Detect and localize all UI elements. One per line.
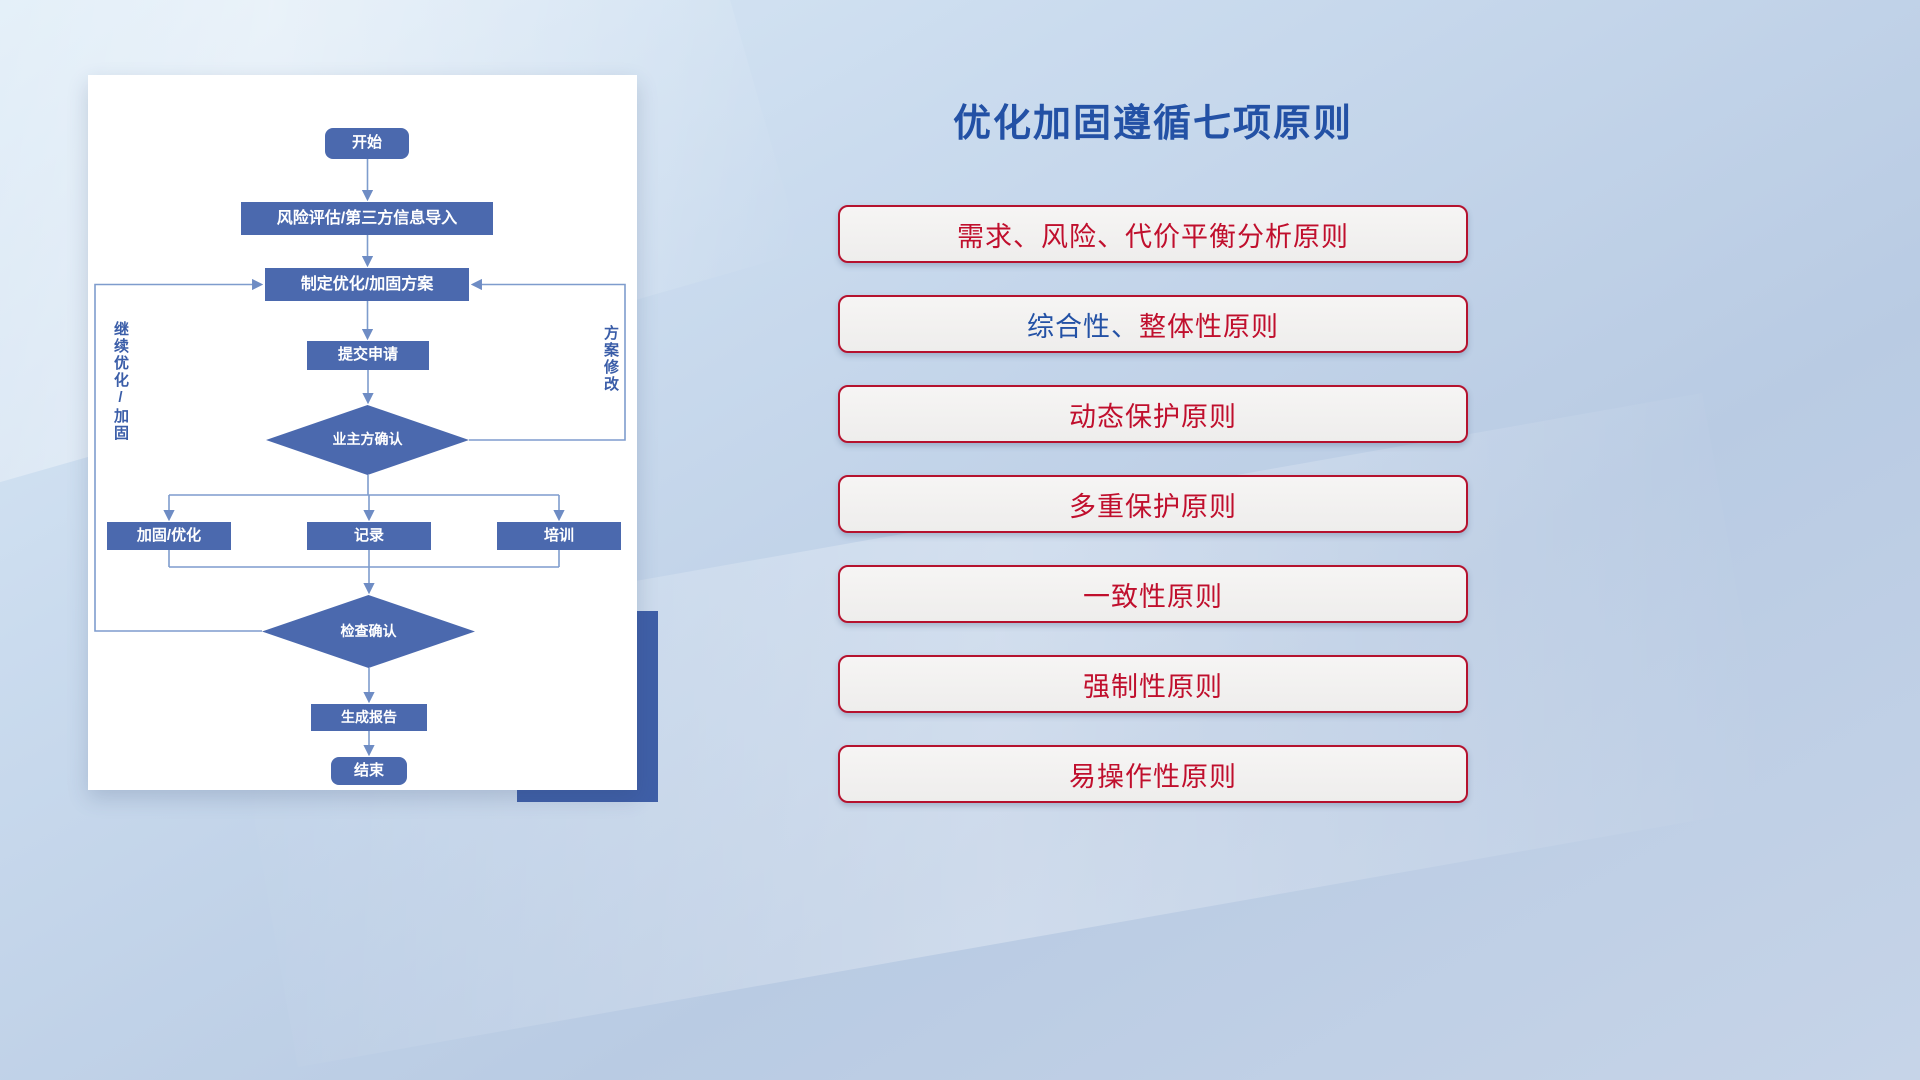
principle-text-red: 一致性原则	[1083, 581, 1223, 612]
flow-node-make-plan: 制定优化/加固方案	[265, 268, 469, 301]
flow-node-start: 开始	[325, 128, 409, 159]
principle-text-red: 动态保护原则	[1069, 401, 1237, 432]
principle-item-5: 一致性原则	[838, 565, 1468, 623]
principle-text-red: 易操作性原则	[1069, 761, 1237, 792]
flow-node-submit-request: 提交申请	[307, 341, 429, 370]
principle-item-2: 综合性、整体性原则	[838, 295, 1468, 353]
principle-text-red: 多重保护原则	[1069, 491, 1237, 522]
principle-item-4: 多重保护原则	[838, 475, 1468, 533]
flow-node-end: 结束	[331, 757, 407, 785]
principle-text-red: 整体性原则	[1139, 311, 1279, 342]
principle-text-blue: 综合性、	[1027, 311, 1139, 342]
flow-node-record: 记录	[307, 522, 431, 550]
principle-text-red: 强制性原则	[1083, 671, 1223, 702]
flow-node-risk-import: 风险评估/第三方信息导入	[241, 202, 493, 235]
principle-text-red: 需求、风险、代价平衡分析原则	[957, 221, 1349, 252]
principle-item-1: 需求、风险、代价平衡分析原则	[838, 205, 1468, 263]
principle-item-6: 强制性原则	[838, 655, 1468, 713]
flow-node-generate-report: 生成报告	[311, 704, 427, 731]
panel-title: 优化加固遵循七项原则	[952, 103, 1353, 145]
loop-label-continue-optimize: 继续优化/加固	[112, 321, 129, 442]
principle-item-3: 动态保护原则	[838, 385, 1468, 443]
flowchart-card: 开始 风险评估/第三方信息导入 制定优化/加固方案 提交申请 业主方确认 加固/…	[88, 75, 637, 790]
flow-node-harden-optimize: 加固/优化	[107, 522, 231, 550]
principle-item-7: 易操作性原则	[838, 745, 1468, 803]
loop-label-plan-revise: 方案修改	[602, 325, 619, 393]
flow-node-training: 培训	[497, 522, 621, 550]
principles-list: 需求、风险、代价平衡分析原则 综合性、整体性原则 动态保护原则 多重保护原则 一…	[838, 205, 1468, 803]
principles-panel: 优化加固遵循七项原则 需求、风险、代价平衡分析原则 综合性、整体性原则 动态保护…	[838, 92, 1468, 803]
flowchart-connectors	[94, 159, 626, 757]
